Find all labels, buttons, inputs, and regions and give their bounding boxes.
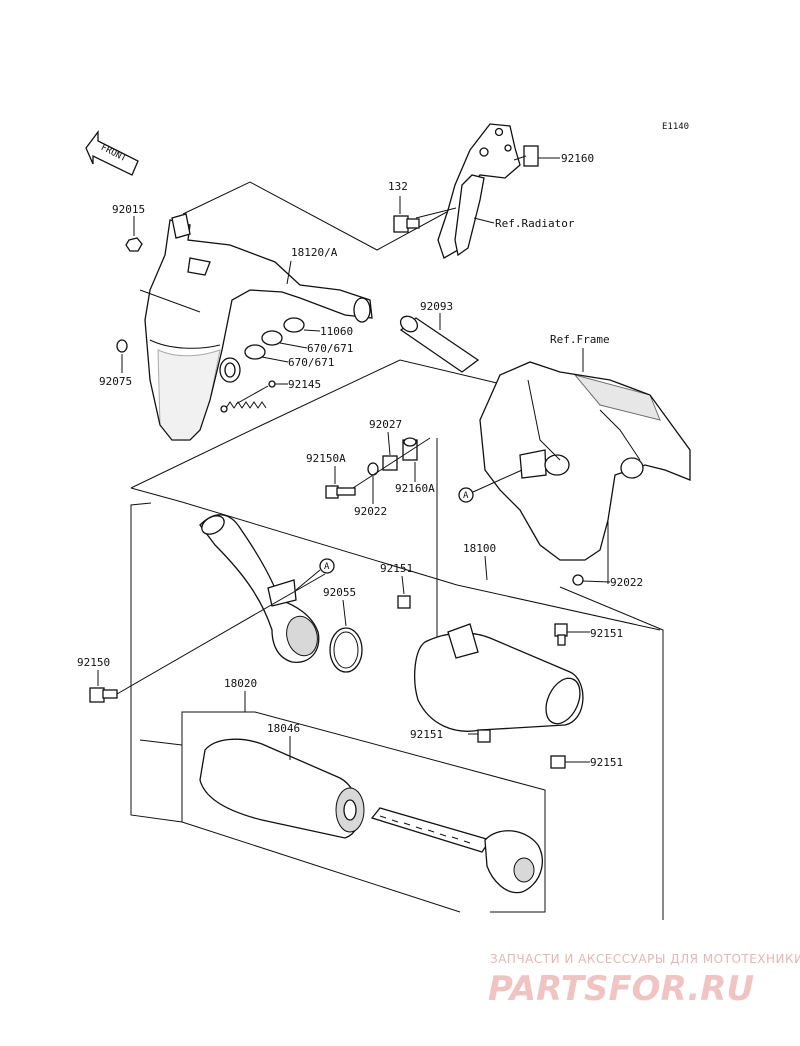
oring-670-icon <box>244 330 283 360</box>
site-watermark: ЗАПЧАСТИ И АКСЕССУАРЫ ДЛЯ МОТОТЕХНИКИ PA… <box>488 952 800 1009</box>
link-pipe <box>199 514 320 663</box>
part-label-92150: 92150 <box>77 656 110 669</box>
part-label-92022-a: 92022 <box>354 505 387 518</box>
part-label-18100: 18100 <box>463 542 496 555</box>
part-label-132: 132 <box>388 180 408 193</box>
ref-radiator-label: Ref.Radiator <box>495 217 575 230</box>
muffler-body-18046 <box>199 738 365 839</box>
bolt-92151c-icon <box>477 729 491 743</box>
part-label-92015: 92015 <box>112 203 145 216</box>
gasket-92055-icon <box>329 627 363 673</box>
silencer-18100 <box>414 623 584 732</box>
gasket-11060-icon <box>283 317 305 333</box>
bolt-132-icon <box>393 215 420 233</box>
svg-text:A: A <box>324 562 330 572</box>
part-label-92160A: 92160A <box>395 482 435 495</box>
frame-section <box>479 361 691 561</box>
part-label-18046: 18046 <box>267 722 300 735</box>
watermark-tagline: ЗАПЧАСТИ И АКСЕССУАРЫ ДЛЯ МОТОТЕХНИКИ <box>490 952 800 966</box>
nut-92015-icon <box>125 237 143 252</box>
bolt-92150A-icon <box>325 485 356 499</box>
assembly-outline-lower <box>130 438 664 920</box>
part-label-92075: 92075 <box>99 375 132 388</box>
front-arrow-icon: FRONT <box>85 130 139 176</box>
part-label-670-671-b: 670/671 <box>288 356 334 369</box>
grommet-92160A-icon <box>402 437 418 461</box>
part-label-92027: 92027 <box>369 418 402 431</box>
tube-92093 <box>399 315 480 373</box>
part-label-92151-b: 92151 <box>590 627 623 640</box>
diagram-code: E1140 <box>662 122 689 132</box>
marker-a-frame: A <box>458 487 474 503</box>
part-label-92093: 92093 <box>420 300 453 313</box>
bolt-92151b-icon <box>554 623 568 646</box>
spring-92145-icon <box>219 357 276 413</box>
watermark-logo: PARTSFOR.RU <box>488 969 754 1009</box>
expansion-chamber <box>139 213 373 441</box>
part-label-92151-a: 92151 <box>380 562 413 575</box>
part-label-670-671-a: 670/671 <box>307 342 353 355</box>
part-label-92145: 92145 <box>288 378 321 391</box>
part-label-92160: 92160 <box>561 152 594 165</box>
muffler-outline <box>139 711 546 913</box>
end-cap <box>484 830 543 894</box>
part-label-92055: 92055 <box>323 586 356 599</box>
bolt-92151d-icon <box>550 755 566 769</box>
part-label-18120A: 18120/A <box>291 246 338 259</box>
bolt-92151a-icon <box>397 595 411 609</box>
radiator-bracket <box>415 123 539 259</box>
part-label-18020: 18020 <box>224 677 257 690</box>
ref-frame-label: Ref.Frame <box>550 333 610 346</box>
part-label-92150A: 92150A <box>306 452 346 465</box>
svg-text:A: A <box>463 491 469 501</box>
part-label-92022-b: 92022 <box>610 576 643 589</box>
part-label-92151-c: 92151 <box>410 728 443 741</box>
grommet-92075-icon <box>116 339 128 353</box>
assembly-outline-upper <box>130 181 498 489</box>
part-label-11060: 11060 <box>320 325 353 338</box>
collar-92027-icon <box>382 455 398 471</box>
bolt-92150-icon <box>89 687 118 703</box>
perforated-tube <box>370 807 492 853</box>
washer-92022b-icon <box>572 574 584 586</box>
marker-a-pipe: A <box>319 558 335 574</box>
part-label-92151-d: 92151 <box>590 756 623 769</box>
